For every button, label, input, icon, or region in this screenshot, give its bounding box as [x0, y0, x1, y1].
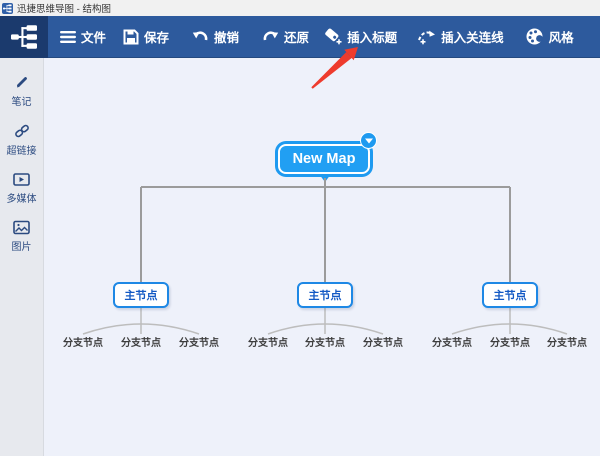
branch-node[interactable]: 分支节点	[490, 338, 530, 349]
root-node[interactable]: New Map	[278, 144, 370, 174]
main-toolbar: 文件 保存 撤销 还原	[0, 15, 600, 58]
pencil-icon	[16, 77, 27, 88]
redo-button[interactable]: 还原	[262, 27, 309, 46]
style-button-label: 风格	[548, 31, 574, 45]
title-bar: 迅捷思维导图 - 结构图	[0, 0, 600, 16]
branch-node[interactable]: 分支节点	[179, 338, 219, 349]
insert-relation-button-label: 插入关连线	[441, 31, 504, 45]
sidebar-item-hyperlink-label: 超链接	[6, 146, 37, 157]
sidebar-item-notes[interactable]: 笔记	[12, 74, 32, 108]
menu-icon	[60, 30, 76, 43]
file-button-label: 文件	[81, 31, 107, 45]
save-button-label: 保存	[144, 31, 170, 45]
main-node-3[interactable]: 主节点	[482, 282, 538, 308]
branch-node[interactable]: 分支节点	[432, 338, 472, 349]
sidebar-item-notes-label: 笔记	[11, 97, 32, 108]
sidebar-item-multimedia[interactable]: 多媒体	[7, 172, 37, 205]
main-node-label: 主节点	[493, 290, 527, 302]
branch-node[interactable]: 分支节点	[63, 338, 103, 349]
insert-title-button-label: 插入标题	[347, 31, 398, 45]
link-icon	[14, 124, 29, 138]
media-icon	[13, 173, 30, 186]
branch-node[interactable]: 分支节点	[248, 338, 288, 349]
file-button[interactable]: 文件	[60, 27, 106, 46]
app-logo-icon	[2, 2, 13, 14]
branch-node[interactable]: 分支节点	[121, 338, 161, 349]
style-button[interactable]: 风格	[526, 27, 574, 46]
save-button[interactable]: 保存	[123, 27, 169, 46]
undo-button-label: 撤销	[214, 31, 240, 45]
main-node-label: 主节点	[308, 290, 342, 302]
main-node-1[interactable]: 主节点	[113, 282, 169, 308]
map-canvas[interactable]: New Map 主节点 主节点 主节点 分支节点 分支节点 分支节点 分支节点 …	[44, 58, 600, 456]
left-sidebar: 笔记 超链接 多媒体 图片	[0, 58, 44, 456]
main-node-2[interactable]: 主节点	[297, 282, 353, 308]
branch-node[interactable]: 分支节点	[363, 338, 403, 349]
tag-plus-icon	[325, 28, 342, 45]
root-node-collapse-badge[interactable]	[360, 132, 377, 149]
insert-title-button[interactable]: 插入标题	[324, 27, 397, 46]
undo-button[interactable]: 撤销	[192, 27, 239, 46]
branch-node[interactable]: 分支节点	[305, 338, 345, 349]
chevron-down-icon	[364, 138, 373, 143]
main-node-label: 主节点	[124, 290, 158, 302]
save-icon	[123, 29, 139, 44]
redo-icon	[263, 30, 279, 40]
root-node-label: New Map	[292, 151, 356, 167]
map-connectors	[82, 174, 568, 335]
app-logo	[0, 15, 48, 58]
sidebar-item-hyperlink[interactable]: 超链接	[7, 123, 37, 157]
palette-icon	[526, 28, 543, 45]
redo-button-label: 还原	[284, 31, 310, 45]
sidebar-item-image[interactable]: 图片	[12, 220, 32, 253]
relation-line-icon	[418, 30, 436, 45]
sidebar-item-image-label: 图片	[11, 242, 32, 253]
mindmap-logo-icon	[11, 24, 37, 49]
sidebar-item-multimedia-label: 多媒体	[6, 194, 37, 205]
undo-icon	[192, 30, 208, 40]
image-icon	[13, 220, 30, 235]
insert-relation-button[interactable]: 插入关连线	[417, 27, 504, 46]
window-title: 迅捷思维导图 - 结构图	[17, 4, 111, 15]
branch-node[interactable]: 分支节点	[547, 338, 587, 349]
